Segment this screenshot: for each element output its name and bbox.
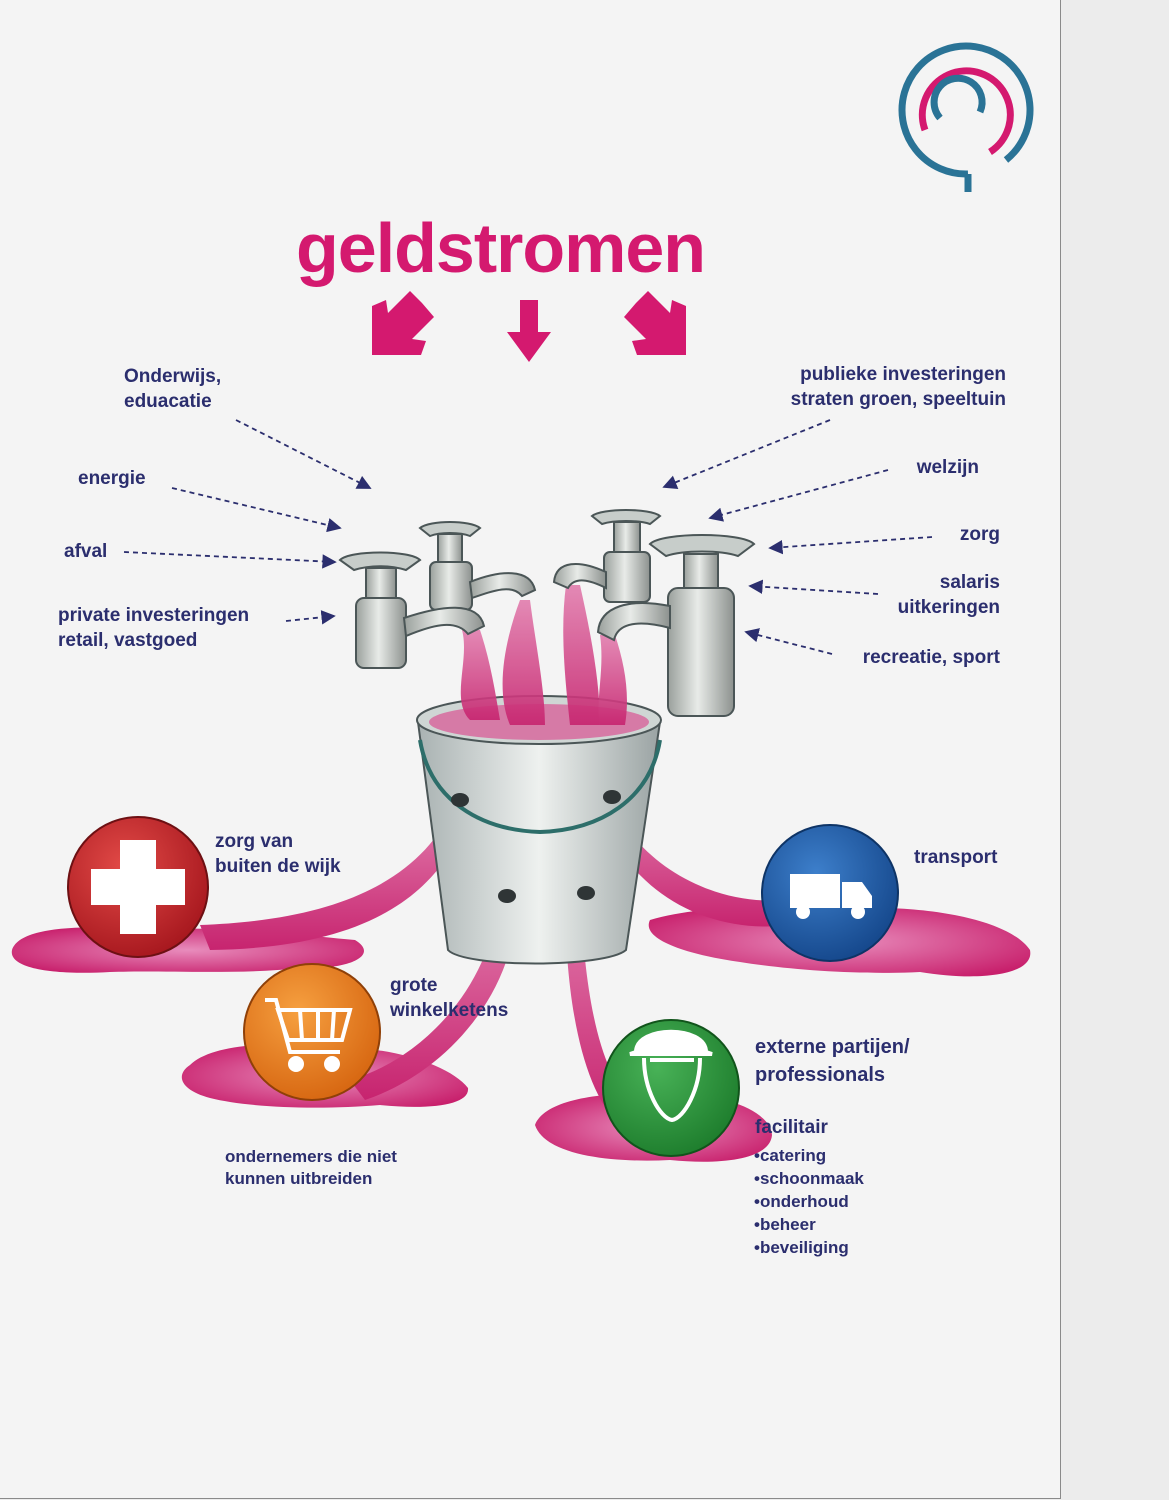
retail-badge	[243, 963, 381, 1101]
label-line: winkelketens	[390, 1000, 509, 1021]
inflow-streams	[460, 585, 627, 725]
label-line: private investeringen	[58, 605, 250, 626]
label-line: recreatie, sport	[862, 647, 1000, 668]
label-line: energie	[78, 468, 146, 489]
inflow-label-salaris: salaris uitkeringen	[898, 570, 1000, 620]
faucet-back-left	[418, 521, 537, 611]
transport-badge	[761, 824, 899, 962]
label-line: uitkeringen	[897, 597, 1000, 618]
label-line: straten groen, speeltuin	[790, 389, 1006, 410]
list-item: schoonmaak	[754, 1167, 864, 1190]
faucet-front-left	[338, 551, 486, 669]
list-item: beheer	[754, 1213, 864, 1236]
label-line: ondernemers die niet	[225, 1147, 397, 1166]
facilitair-list: catering schoonmaak onderhoud beheer bev…	[754, 1144, 864, 1259]
faucet-back-right	[552, 509, 662, 603]
external-badge	[602, 1019, 740, 1157]
list-item: onderhoud	[754, 1190, 864, 1213]
label-line: grote	[390, 975, 438, 996]
label-line: salaris	[939, 572, 1000, 593]
label-line: professionals	[755, 1064, 886, 1086]
list-item: beveiliging	[754, 1236, 864, 1259]
illustration	[11, 42, 1034, 1162]
health-badge	[67, 816, 209, 958]
bucket	[416, 695, 662, 965]
shopping-cart-icon	[265, 998, 353, 1072]
inflow-label-afval: afval	[64, 539, 107, 564]
inflow-label-welzijn: welzijn	[917, 455, 979, 480]
label-line: zorg	[959, 524, 1000, 545]
pointer-lines	[123, 419, 933, 655]
outflow-label-transport: transport	[914, 845, 997, 870]
inflow-label-recreatie: recreatie, sport	[863, 645, 1000, 670]
label-line: buiten de wijk	[215, 856, 341, 877]
downward-arrows	[372, 291, 686, 362]
outflow-label-retail: grote winkelketens	[390, 973, 508, 1023]
page-title: geldstromen	[296, 209, 706, 287]
inflow-label-energie: energie	[78, 466, 146, 491]
retail-note: ondernemers die niet kunnen uitbreiden	[225, 1146, 397, 1190]
inflow-label-publieke-investeringen: publieke investeringen straten groen, sp…	[791, 362, 1006, 412]
label-line: afval	[64, 541, 108, 562]
outflow-label-health: zorg van buiten de wijk	[215, 829, 341, 879]
outflow-label-external: externe partijen/ professionals	[755, 1033, 910, 1089]
truck-icon	[790, 874, 872, 919]
label-line: welzijn	[916, 457, 979, 478]
facilitair-heading: facilitair	[755, 1117, 828, 1138]
label-line: zorg van	[215, 831, 294, 852]
inflow-label-private-investeringen: private investeringen retail, vastgoed	[58, 603, 249, 653]
label-line: publieke investeringen	[800, 364, 1006, 385]
label-line: kunnen uitbreiden	[225, 1169, 373, 1188]
inflow-label-zorg: zorg	[960, 522, 1000, 547]
label-line: retail, vastgoed	[58, 630, 198, 651]
label-line: eduacatie	[124, 391, 212, 412]
helmet-worker-icon	[629, 1029, 713, 1123]
poster: geldstromen Onderwijs, eduacatie energie…	[0, 0, 1061, 1499]
red-cross-icon	[91, 840, 185, 934]
label-line: Onderwijs,	[124, 366, 222, 387]
faucet-front-right	[596, 534, 756, 717]
label-line: externe partijen/	[755, 1036, 910, 1058]
label-line: transport	[914, 847, 998, 868]
logo	[898, 42, 1034, 192]
faucets	[338, 509, 756, 717]
inflow-label-onderwijs: Onderwijs, eduacatie	[124, 364, 221, 414]
list-item: catering	[754, 1144, 864, 1167]
